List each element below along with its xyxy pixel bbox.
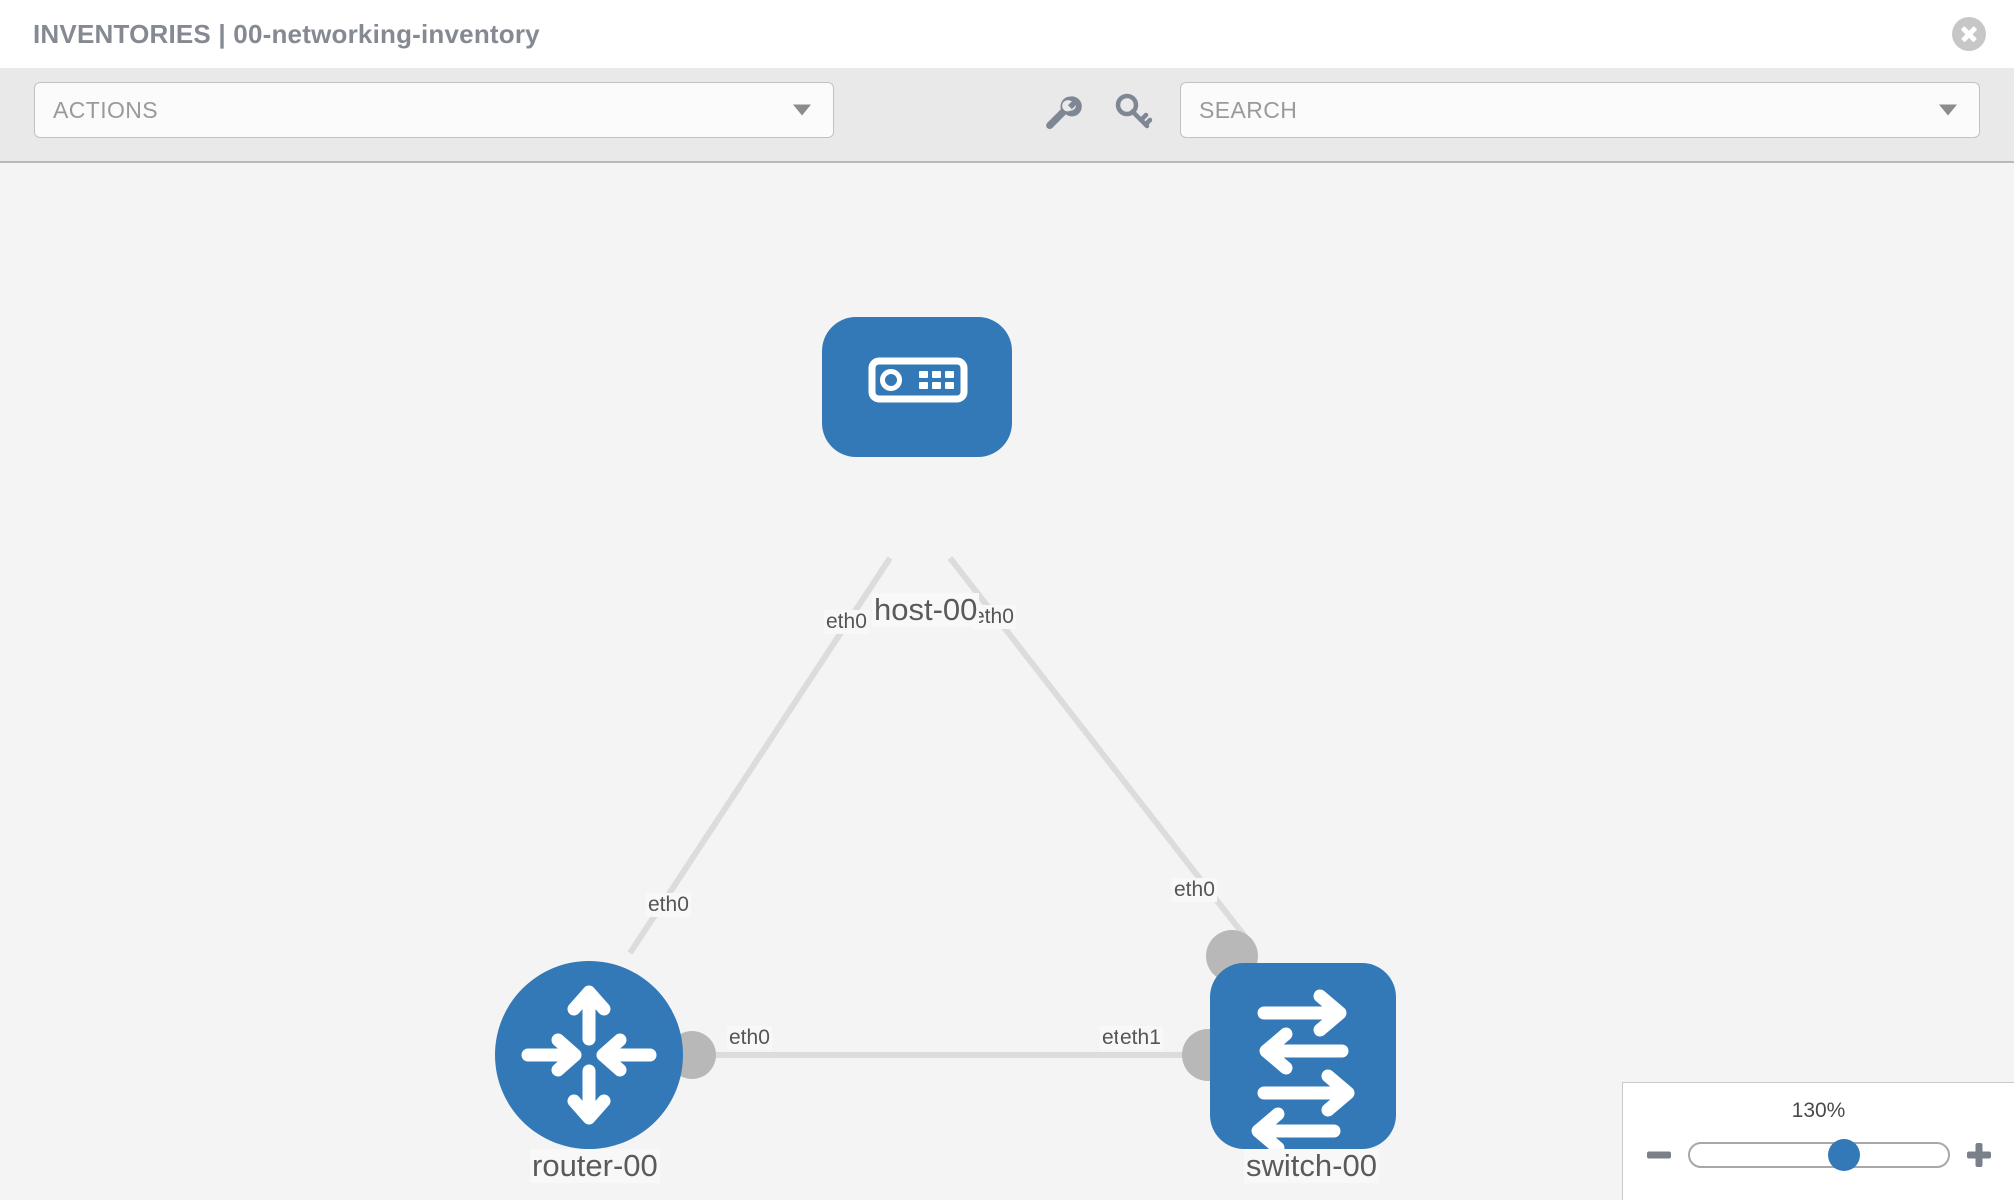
iface-label: eth0: [824, 610, 869, 634]
iface-label: eth0: [646, 893, 691, 917]
chevron-down-icon: [1939, 104, 1957, 116]
page-title: INVENTORIES | 00-networking-inventory: [33, 18, 540, 49]
node-switch-00: [1210, 963, 1396, 1155]
page-header: INVENTORIES | 00-networking-inventory: [0, 0, 2014, 68]
iface-label: eth0: [1172, 878, 1217, 902]
topology-canvas[interactable]: eth0 eth0 eth0 eth0 eth0 eth eth1 host-0…: [0, 163, 2014, 1200]
zoom-slider[interactable]: [1687, 1139, 1950, 1171]
node-router-00: [495, 961, 683, 1149]
actions-dropdown[interactable]: ACTIONS: [34, 82, 834, 138]
node-label-host: host-00: [872, 592, 980, 628]
search-input[interactable]: SEARCH: [1180, 82, 1980, 138]
iface-label: eth1: [1118, 1026, 1163, 1050]
search-placeholder: SEARCH: [1199, 96, 1298, 123]
node-label-switch: switch-00: [1244, 1148, 1379, 1184]
iface-label: eth0: [727, 1026, 772, 1050]
topology-graph: [495, 317, 1396, 1155]
zoom-in-button[interactable]: [1964, 1140, 1994, 1170]
close-icon[interactable]: [1952, 17, 1986, 51]
key-icon[interactable]: [1112, 92, 1156, 132]
actions-dropdown-label: ACTIONS: [53, 96, 159, 123]
node-label-router: router-00: [530, 1148, 660, 1184]
zoom-out-button[interactable]: [1644, 1140, 1674, 1170]
zoom-percent-label: 130%: [1791, 1099, 1846, 1122]
node-host-00: [822, 317, 1012, 457]
zoom-slider-thumb[interactable]: [1828, 1139, 1861, 1171]
chevron-down-icon: [793, 104, 811, 116]
zoom-control: 130%: [1622, 1082, 2014, 1200]
wrench-icon[interactable]: [1040, 92, 1084, 132]
